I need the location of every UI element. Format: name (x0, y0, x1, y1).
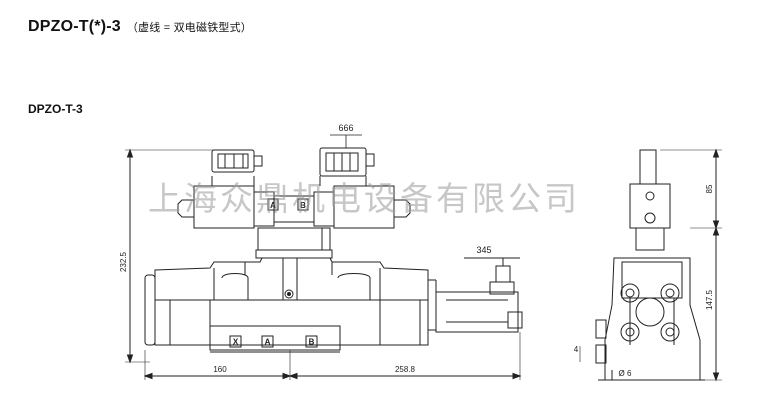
dim-hole-text: Ø 6 (619, 369, 632, 378)
dim-height-left-text: 232.5 (119, 251, 128, 272)
coil-connector-b (319, 147, 375, 177)
dim-small-text: 4 (574, 345, 579, 354)
title-note: （虚线 = 双电磁铁型式） (126, 22, 252, 34)
sub-plate: X A B (209, 325, 341, 353)
coil-port-a-label: A (270, 201, 276, 210)
dim-top-text: 666 (338, 123, 353, 133)
title-model: DPZO-T(*)-3 (28, 18, 121, 35)
side-view: Ø 6 4 (574, 149, 705, 381)
dim-bottom-left-text: 160 (213, 365, 227, 374)
intermediate-block (255, 227, 333, 259)
dim-side: 85 147.5 (660, 148, 722, 382)
dim-height-left: 232.5 (119, 148, 240, 364)
dim-side-body-text: 147.5 (705, 289, 714, 310)
page-title: DPZO-T(*)-3 （虚线 = 双电磁铁型式） (28, 18, 252, 36)
dim-top: 666 (330, 123, 362, 148)
drawing-model-label: DPZO-T-3 (28, 102, 83, 116)
port-a-label: A (265, 338, 271, 347)
dim-bottom: 160 258.8 (143, 332, 522, 380)
port-b-label: B (309, 338, 315, 347)
coil-connector-a (211, 149, 263, 173)
transducer: 345 (435, 245, 523, 333)
coil-port-b-label: B (300, 201, 306, 210)
pilot-valve: A B (177, 176, 411, 229)
dim-connector-text: 345 (476, 245, 491, 255)
port-x-label: X (233, 338, 239, 347)
dim-side-top-text: 85 (705, 184, 714, 193)
main-valve-body (144, 257, 437, 346)
dim-bottom-right-text: 258.8 (395, 365, 416, 374)
